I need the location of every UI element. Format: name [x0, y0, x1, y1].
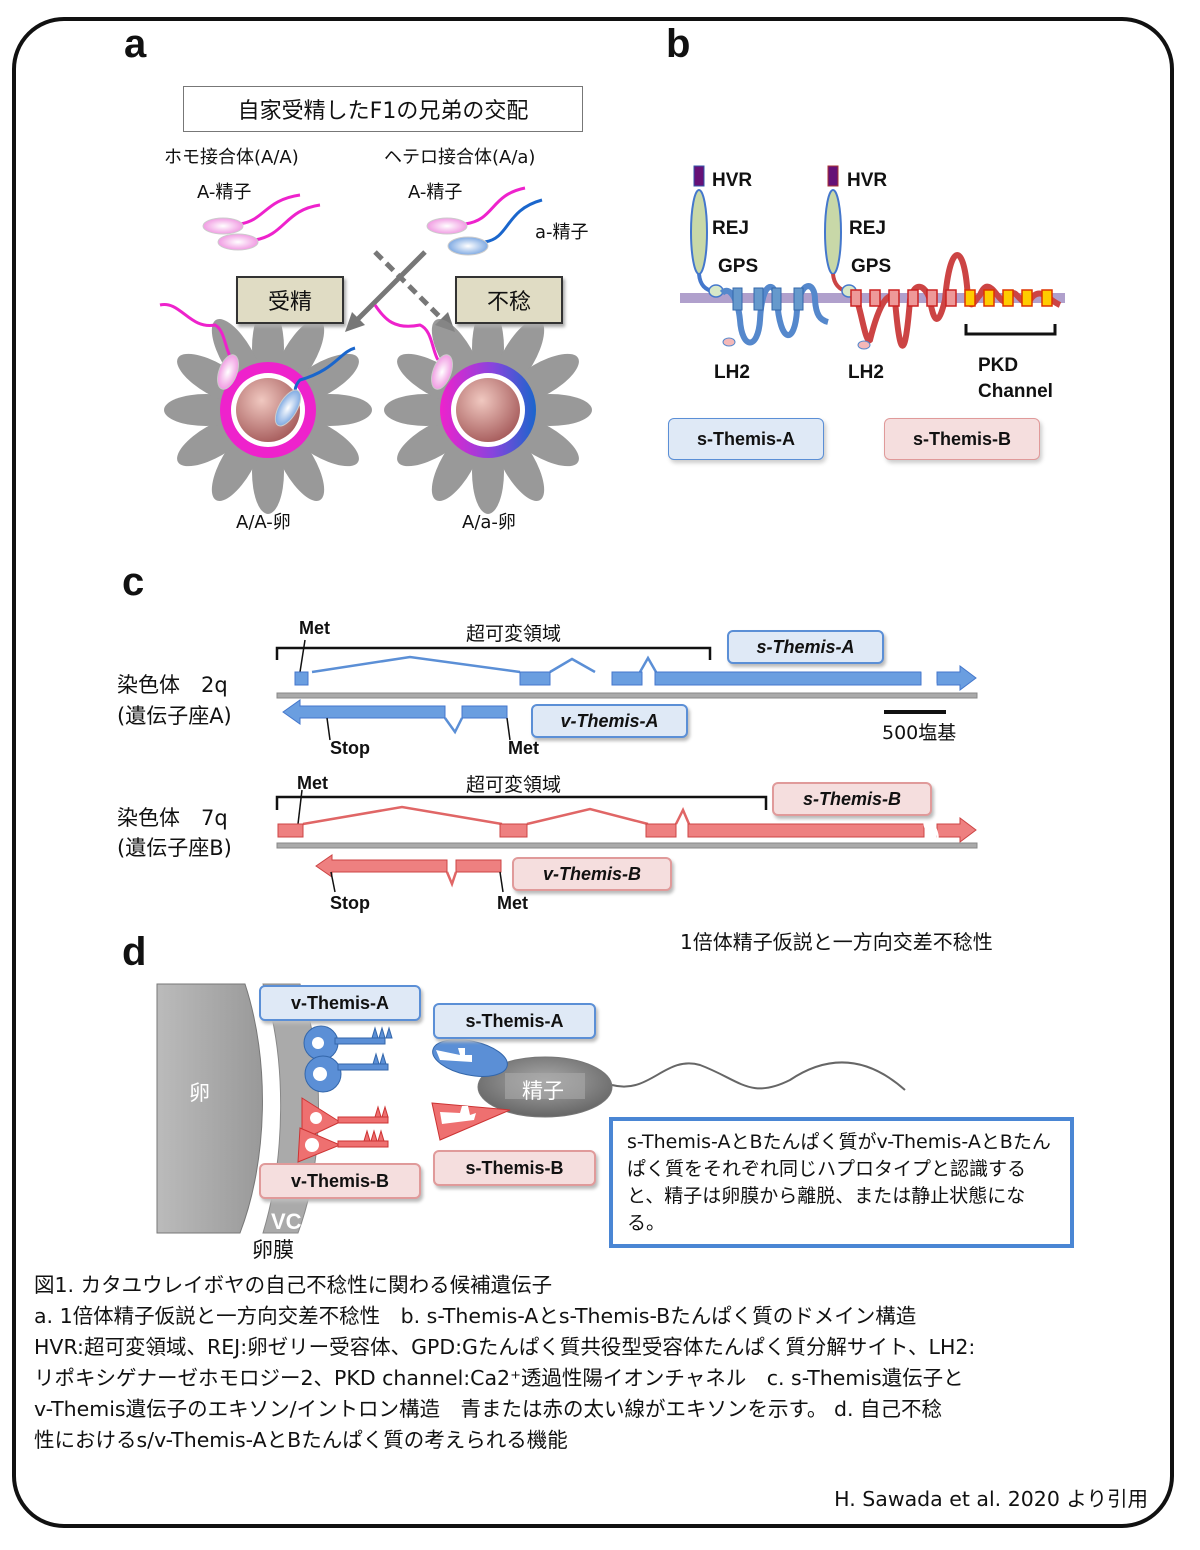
met-top-B: Met	[297, 773, 328, 793]
egg-AA-label: A/A-卵	[236, 512, 291, 533]
hetero-sperm-icons	[426, 186, 543, 256]
met-top-A: Met	[299, 618, 330, 638]
hetero-sperm-a-label: a-精子	[535, 222, 589, 243]
fertilization-label: 受精	[236, 276, 344, 324]
v-themis-A-gene-tag: v-Themis-A	[531, 704, 688, 738]
egg-shape	[156, 983, 263, 1234]
s-themis-B-gene-tag: s-Themis-B	[772, 782, 932, 816]
hvr-bracket-A	[275, 646, 712, 660]
v-themis-B-receptors	[297, 1097, 389, 1163]
lh2-label-B: LH2	[848, 362, 884, 383]
panel-a-title: 自家受精したF1の兄弟の交配	[183, 86, 583, 132]
s-themis-A-structure	[690, 165, 829, 347]
v-themis-A-receptors	[303, 1025, 393, 1093]
gps-label-B: GPS	[851, 256, 892, 277]
homo-sperm-label: A-精子	[197, 182, 252, 203]
channel-label: Channel	[978, 381, 1053, 402]
egg-Aa-label: A/a-卵	[462, 512, 516, 533]
locus-B-diagram	[275, 789, 978, 893]
locus-B-label: (遺伝子座B)	[117, 836, 232, 860]
locus-A-label: (遺伝子座A)	[117, 704, 232, 728]
v-themis-A-tag: v-Themis-A	[259, 985, 421, 1021]
heterozygote-label: ヘテロ接合体(A/a)	[384, 147, 536, 168]
s-themis-B-ligand	[431, 1102, 511, 1141]
s-themis-A-tag-d: s-Themis-A	[433, 1003, 596, 1039]
chromosome-2q-label: 染色体 2q	[117, 673, 228, 697]
hetero-sperm-A-label: A-精子	[408, 182, 463, 203]
lh2-label-A: LH2	[714, 362, 750, 383]
met-bottom-B: Met	[497, 893, 528, 913]
hvr-label-c-A: 超可変領域	[466, 623, 562, 645]
s-themis-A-gene-tag: s-Themis-A	[727, 630, 884, 664]
vc-label: VC	[271, 1209, 302, 1234]
gps-label-A: GPS	[718, 256, 759, 277]
locus-A-diagram	[275, 639, 978, 741]
hvr-bracket-B	[275, 795, 768, 810]
pkd-bracket	[964, 324, 1057, 336]
panel-b-domain-diagram	[680, 165, 1065, 350]
s-themis-A-tag: s-Themis-A	[668, 418, 824, 460]
caption-line-6: 性におけるs/v-Themis-AとBたんぱく質の考えられる機能	[34, 1428, 568, 1452]
v-themis-B-gene-tag: v-Themis-B	[512, 857, 672, 891]
egg-label-d: 卵	[189, 1081, 210, 1105]
s-themis-B-tag-d: s-Themis-B	[433, 1150, 596, 1186]
s-themis-A-ligand	[432, 1039, 508, 1077]
rej-label-B: REJ	[849, 218, 886, 239]
panel-c-subtitle: 1倍体精子仮説と一方向交差不稔性	[680, 930, 993, 954]
homo-sperm-icons	[202, 193, 321, 251]
egg-Aa-icon	[384, 306, 592, 514]
panel-letter-a: a	[124, 22, 147, 66]
met-bottom-A: Met	[508, 738, 539, 758]
panel-d-illustration	[156, 983, 906, 1234]
sperm-tail	[611, 1061, 906, 1091]
panel-letter-b: b	[666, 22, 691, 66]
pkd-label: PKD	[978, 355, 1019, 376]
egg-membrane-label: 卵膜	[252, 1238, 294, 1262]
homozygote-label: ホモ接合体(A/A)	[164, 147, 299, 168]
caption-line-3: HVR:超可変領域、REJ:卵ゼリー受容体、GPD:Gたんぱく質共役型受容体たん…	[34, 1335, 976, 1359]
hvr-label-B: HVR	[847, 170, 888, 191]
caption-line-4: リポキシゲナーゼホモロジー2、PKD channel:Ca2⁺透過性陽イオンチャ…	[34, 1366, 964, 1390]
mechanism-note: s-Themis-AとBたんぱく質がv-Themis-AとBたんぱく質をそれぞれ…	[609, 1117, 1074, 1248]
hvr-label-c-B: 超可変領域	[466, 774, 562, 796]
figure-frame	[12, 17, 1174, 1528]
rej-label-A: REJ	[712, 218, 749, 239]
egg-AA-icon	[164, 306, 372, 514]
caption-line-2: a. 1倍体精子仮説と一方向交差不稔性 b. s-Themis-Aとs-Them…	[34, 1304, 917, 1328]
v-themis-B-tag: v-Themis-B	[259, 1163, 421, 1199]
s-themis-B-structure	[824, 165, 1062, 350]
citation: H. Sawada et al. 2020 より引用	[834, 1487, 1148, 1511]
panel-c-gene-diagram	[275, 639, 978, 893]
panel-letter-c: c	[122, 560, 145, 604]
chromosome-7q-label: 染色体 7q	[117, 806, 228, 830]
sterility-label: 不稔	[455, 276, 563, 324]
hvr-label-A: HVR	[712, 170, 753, 191]
caption-title: 図1. カタユウレイボヤの自己不稔性に関わる候補遺伝子	[34, 1273, 553, 1297]
stop-label-B: Stop	[330, 893, 370, 913]
panel-letter-d: d	[122, 930, 147, 974]
sperm-label: 精子	[522, 1079, 564, 1103]
panel-a-illustration	[159, 186, 592, 514]
s-themis-B-tag: s-Themis-B	[884, 418, 1040, 460]
stop-label-A: Stop	[330, 738, 370, 758]
caption-line-5: v-Themis遺伝子のエキソン/イントロン構造 青または赤の太い線がエキソンを…	[34, 1397, 942, 1421]
scale-label: 500塩基	[882, 722, 957, 744]
